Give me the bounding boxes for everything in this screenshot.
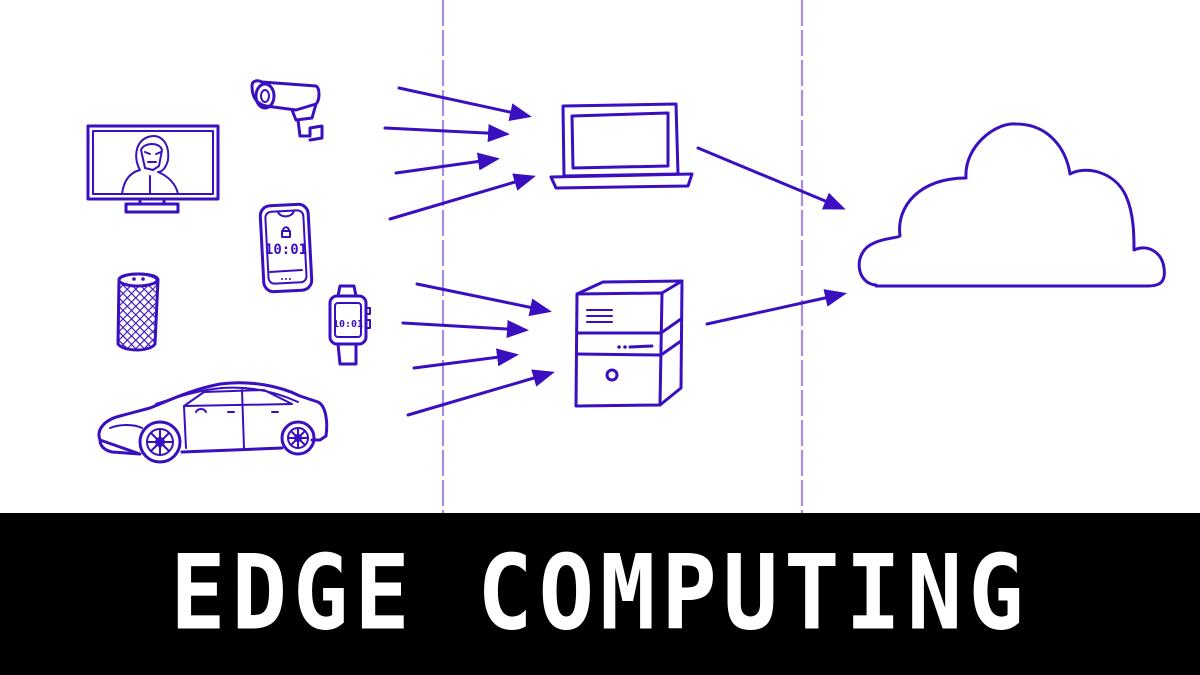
watch-time-text: 10:01 [333, 319, 363, 330]
smart-tv-icon [86, 124, 220, 214]
smart-speaker-icon [116, 272, 160, 352]
edge-computing-diagram: 10:01 10:01 [86, 0, 1166, 513]
caption-title: EDGE COMPUTING [170, 533, 1030, 654]
arrows-to-cloud [696, 146, 847, 326]
cloud-icon [857, 122, 1166, 288]
server-tower-icon [574, 279, 684, 408]
laptop-icon [549, 102, 694, 190]
security-camera-icon [250, 79, 324, 142]
caption-band: EDGE COMPUTING [0, 513, 1200, 675]
arrows-to-server [401, 282, 555, 417]
smartphone-icon: 10:01 [258, 202, 314, 294]
car-icon [97, 381, 329, 464]
phone-time-text: 10:01 [265, 242, 307, 258]
smartwatch-icon: 10:01 [328, 284, 371, 366]
arrows-to-laptop [383, 86, 536, 221]
